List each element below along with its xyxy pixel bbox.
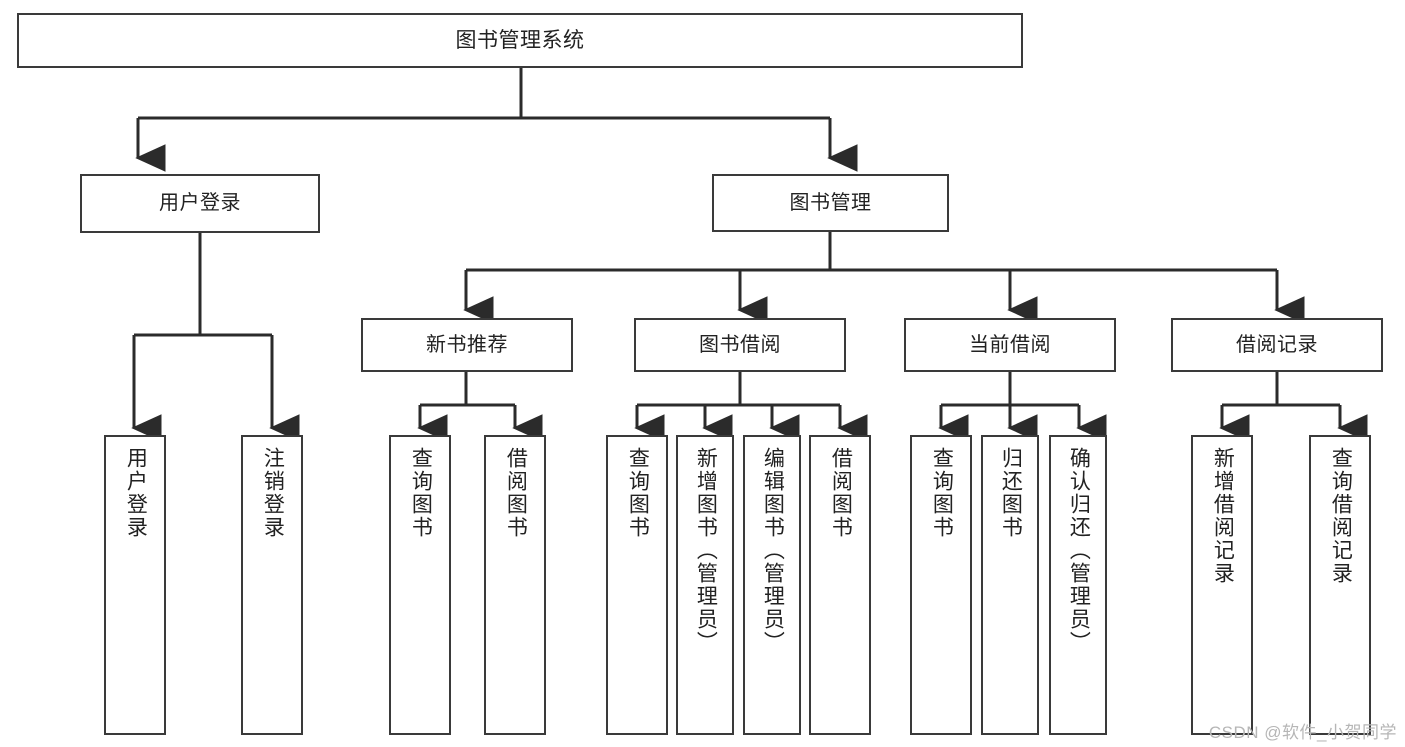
leaf-query-book-2[interactable]: 查询图书 [606,435,668,735]
leaf-confirm-return-admin-label: 确认归还（管理员） [1067,447,1091,654]
leaf-return-book-label: 归还图书 [999,447,1023,539]
leaf-confirm-return-admin[interactable]: 确认归还（管理员） [1049,435,1107,735]
leaf-edit-book-admin-label: 编辑图书（管理员） [761,447,785,654]
node-book-borrow[interactable]: 图书借阅 [634,318,846,372]
node-root-label: 图书管理系统 [455,28,585,52]
leaf-add-book-admin[interactable]: 新增图书（管理员） [676,435,734,735]
leaf-logout-label: 注销登录 [261,447,285,539]
leaf-user-login-label: 用户登录 [124,447,148,539]
node-user-login[interactable]: 用户登录 [80,174,320,233]
leaf-add-borrow-record[interactable]: 新增借阅记录 [1191,435,1253,735]
leaf-borrow-book-1[interactable]: 借阅图书 [484,435,546,735]
leaf-query-book-3[interactable]: 查询图书 [910,435,972,735]
leaf-query-borrow-record[interactable]: 查询借阅记录 [1309,435,1371,735]
leaf-query-book-2-label: 查询图书 [626,447,650,539]
leaf-query-borrow-record-label: 查询借阅记录 [1329,447,1353,585]
node-current-borrow[interactable]: 当前借阅 [904,318,1116,372]
node-book-management[interactable]: 图书管理 [712,174,949,232]
node-borrow-records-label: 借阅记录 [1236,333,1318,356]
leaf-query-book-1-label: 查询图书 [409,447,433,539]
leaf-query-book-1[interactable]: 查询图书 [389,435,451,735]
leaf-return-book[interactable]: 归还图书 [981,435,1039,735]
node-current-borrow-label: 当前借阅 [969,333,1051,356]
node-new-book-recommend-label: 新书推荐 [426,333,508,356]
leaf-borrow-book-1-label: 借阅图书 [504,447,528,539]
node-user-login-label: 用户登录 [159,192,241,215]
leaf-borrow-book-2-label: 借阅图书 [829,447,853,539]
node-borrow-records[interactable]: 借阅记录 [1171,318,1383,372]
leaf-user-login[interactable]: 用户登录 [104,435,166,735]
node-book-borrow-label: 图书借阅 [699,333,781,356]
leaf-borrow-book-2[interactable]: 借阅图书 [809,435,871,735]
leaf-query-book-3-label: 查询图书 [930,447,954,539]
leaf-add-borrow-record-label: 新增借阅记录 [1211,447,1235,585]
leaf-logout[interactable]: 注销登录 [241,435,303,735]
node-book-management-label: 图书管理 [789,191,872,214]
leaf-add-book-admin-label: 新增图书（管理员） [694,447,718,654]
node-new-book-recommend[interactable]: 新书推荐 [361,318,573,372]
leaf-edit-book-admin[interactable]: 编辑图书（管理员） [743,435,801,735]
node-root[interactable]: 图书管理系统 [17,13,1023,68]
